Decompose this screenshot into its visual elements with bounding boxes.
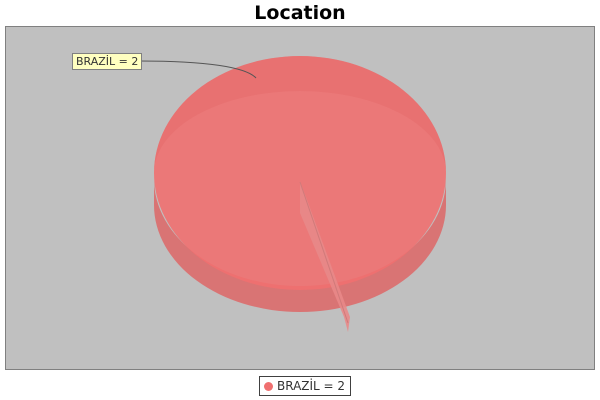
pie-slice-side [154, 179, 446, 312]
pie-chart-svg [139, 56, 446, 332]
chart-title: Location [254, 2, 346, 24]
pie-seam-edge [299, 181, 349, 324]
legend: BRAZİL = 2 [259, 376, 352, 396]
legend-entry-brazil: BRAZİL = 2 [277, 379, 346, 393]
pie-slice-brazil[interactable] [154, 56, 446, 290]
slice-label-brazil: BRAZİL = 2 [72, 53, 143, 70]
pie-slice-shade [154, 56, 446, 173]
legend-swatch-brazil [264, 381, 273, 391]
plot-area: BRAZİL = 2 [5, 26, 595, 370]
label-leader-line [139, 60, 257, 79]
